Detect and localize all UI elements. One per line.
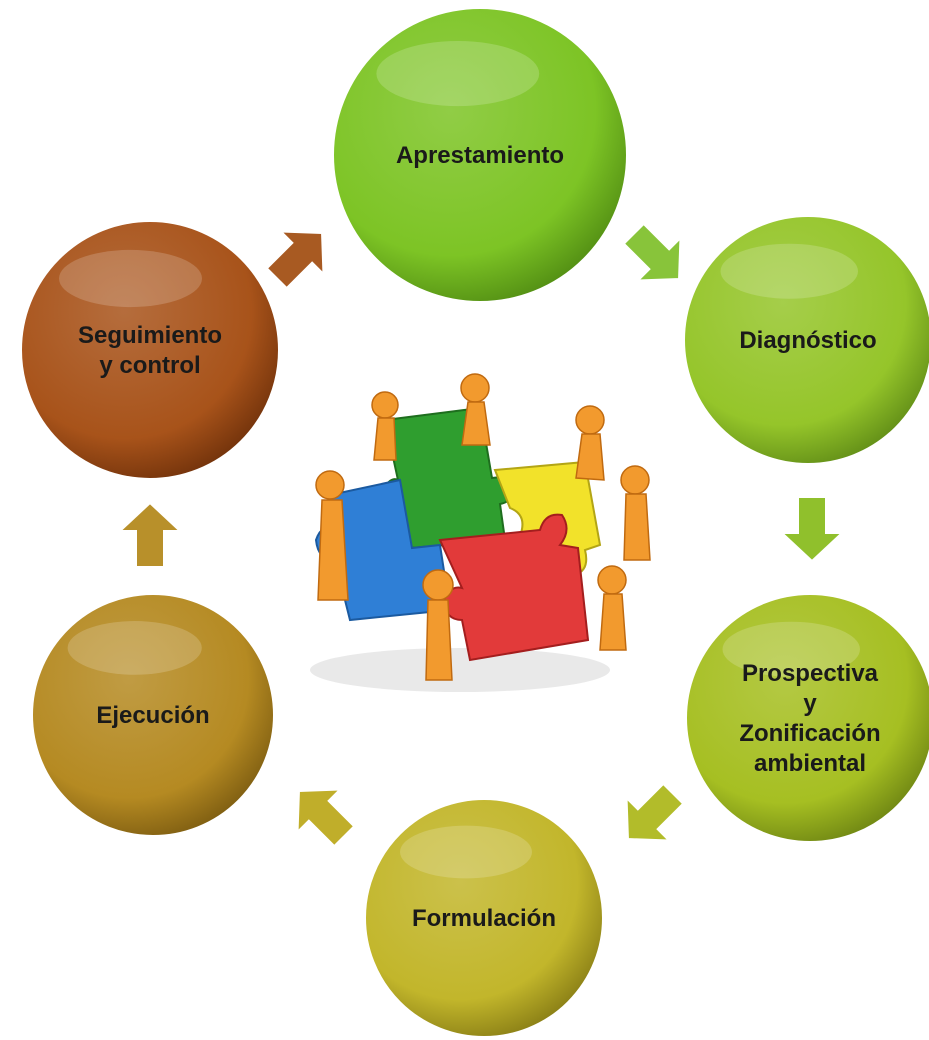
cycle-arrow-icon [296, 788, 356, 848]
stage-highlight [722, 621, 860, 677]
stage-circle [362, 796, 606, 1040]
stage-label: ambiental [754, 750, 866, 777]
cycle-arrow-icon [117, 501, 183, 568]
teamwork-puzzle-icon [310, 373, 651, 692]
stage-ejec: Ejecución [29, 591, 277, 839]
stage-label: y [803, 690, 817, 717]
stage-highlight [720, 243, 858, 299]
stage-circle [681, 213, 929, 467]
stage-highlight [67, 621, 202, 675]
stage-formul: Formulación [362, 796, 606, 1040]
stage-label: Formulación [412, 905, 556, 932]
cycle-arrow-icon [779, 496, 845, 563]
stage-label: Prospectiva [742, 660, 879, 687]
stage-label: Seguimiento [78, 322, 222, 349]
stage-circle [330, 5, 630, 305]
cycle-arrow-icon [625, 782, 685, 842]
stage-highlight [59, 249, 202, 308]
stage-seguim: Seguimiento y control [18, 218, 282, 482]
stage-label: Diagnóstico [739, 327, 876, 354]
stage-label: y control [99, 352, 200, 379]
stage-circle [29, 591, 277, 839]
cycle-arrow-icon [622, 222, 682, 282]
stage-highlight [400, 825, 532, 879]
stage-apresto: Aprestamiento [330, 5, 630, 305]
stage-circle [18, 218, 282, 482]
stage-label: Aprestamiento [396, 142, 564, 169]
cycle-arrows [117, 222, 845, 848]
stage-diag: Diagnóstico [681, 213, 929, 467]
stage-label: Ejecución [96, 702, 209, 729]
stage-circle [683, 591, 929, 845]
stage-highlight [376, 41, 540, 107]
cycle-arrow-icon [265, 230, 325, 290]
stage-label: Zonificación [739, 720, 880, 747]
